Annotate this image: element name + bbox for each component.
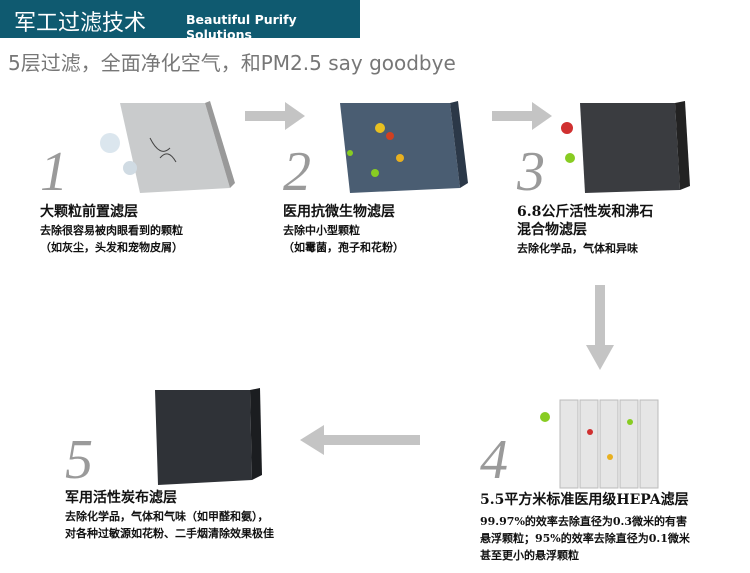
- layer-4-desc-2: 悬浮颗粒；95%的效率去除直径为0.1微米: [480, 532, 690, 545]
- arrow-right-icon: [245, 102, 305, 130]
- layer-3-title-1: 6.8公斤活性炭和沸石: [517, 204, 654, 220]
- layer-4-desc-3: 甚至更小的悬浮颗粒: [480, 549, 579, 562]
- layer-3-number: 3: [517, 141, 545, 203]
- layer-4-desc-1: 99.97%的效率去除直径为0.3微米的有害: [480, 515, 688, 528]
- layer-1-desc-1: 去除很容易被肉眼看到的颗粒: [40, 224, 183, 237]
- layer-4-filter-image: [540, 399, 659, 489]
- arrow-right-icon: [492, 102, 552, 130]
- header-subtitle: Beautiful Purify Solutions: [186, 12, 297, 42]
- layer-5-title: 军用活性炭布滤层: [65, 490, 177, 506]
- layer-5-desc-1: 去除化学品，气体和气味（如甲醛和氨），: [65, 510, 269, 523]
- layer-1-title: 大颗粒前置滤层: [40, 204, 138, 220]
- layer-3-desc-1: 去除化学品，气体和异味: [517, 242, 638, 255]
- layer-2-desc-2: （如霉菌，孢子和花粉）: [283, 241, 404, 254]
- layer-4-number: 4: [480, 429, 508, 491]
- layer-4-title: 5.5平方米标准医用级HEPA滤层: [480, 492, 689, 508]
- layer-3-title-2: 混合物滤层: [517, 222, 587, 238]
- arrow-left-icon: [300, 425, 420, 455]
- tagline: 5层过滤，全面净化空气，和PM2.5 say goodbye: [8, 51, 456, 75]
- layer-1-number: 1: [40, 141, 68, 203]
- layer-1-filter-image: [100, 101, 235, 193]
- layer-3-filter-image: [561, 101, 690, 193]
- header-banner: 军工过滤技术 Beautiful Purify Solutions: [0, 0, 360, 42]
- header-title: 军工过滤技术: [14, 11, 147, 36]
- layer-2-number: 2: [283, 141, 311, 203]
- layer-1-desc-2: （如灰尘，头发和宠物皮屑）: [40, 241, 183, 254]
- layer-2-desc-1: 去除中小型颗粒: [283, 224, 360, 237]
- layer-2-filter-image: [340, 101, 468, 193]
- layer-2-title: 医用抗微生物滤层: [283, 204, 395, 220]
- layer-5-desc-2: 对各种过敏源如花粉、二手烟清除效果极佳: [65, 527, 274, 540]
- layer-5-filter-image: [155, 388, 262, 485]
- arrow-down-icon: [586, 285, 614, 370]
- layer-5-number: 5: [65, 429, 93, 491]
